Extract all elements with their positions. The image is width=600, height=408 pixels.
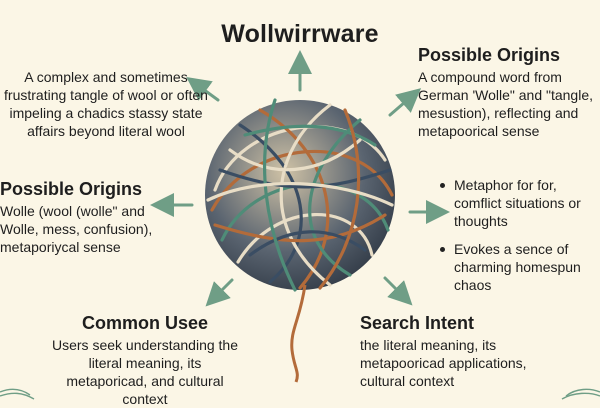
bottom-right-text: the literal meaning, its metapooricad ap… xyxy=(360,337,527,389)
bottom-left-panel: Common Usee Users seek understanding the… xyxy=(50,312,240,408)
top-right-heading: Possible Origins xyxy=(418,45,561,65)
mid-right-panel: Metaphor for for, comflict situations or… xyxy=(440,176,600,304)
top-right-text: A compound word from German 'Wolle" and … xyxy=(418,69,593,139)
list-item: Evokes a sence of charming homespun chao… xyxy=(440,240,600,294)
corner-swirl-icon xyxy=(0,388,600,400)
mid-left-panel: Possible Origins Wolle (wool (wolle" and… xyxy=(0,178,160,256)
arrow-bottom-left xyxy=(205,278,234,307)
bottom-left-text: Users seek understanding the literal mea… xyxy=(52,337,238,407)
yarn-ball-icon xyxy=(205,98,395,383)
arrow-top-right xyxy=(388,88,422,117)
bottom-right-heading: Search Intent xyxy=(360,313,475,333)
top-left-text: A complex and sometimes frustrating tang… xyxy=(4,69,208,139)
mid-right-bullet-list: Metaphor for for, comflict situations or… xyxy=(440,176,600,294)
mid-left-text: Wolle (wool (wolle" and Wolle, mess, con… xyxy=(0,203,153,255)
top-left-panel: A complex and sometimes frustrating tang… xyxy=(0,68,212,140)
bottom-left-heading: Common Usee xyxy=(81,313,209,333)
arrow-top-left xyxy=(186,76,220,102)
list-item: Metaphor for for, comflict situations or… xyxy=(440,176,600,230)
mid-left-heading: Possible Origins xyxy=(0,179,143,199)
page-title: Wollwirrware xyxy=(221,20,379,48)
arrow-bottom-right xyxy=(383,276,413,306)
bottom-right-panel: Search Intent the literal meaning, its m… xyxy=(360,312,540,390)
top-right-panel: Possible Origins A compound word from Ge… xyxy=(418,44,600,140)
